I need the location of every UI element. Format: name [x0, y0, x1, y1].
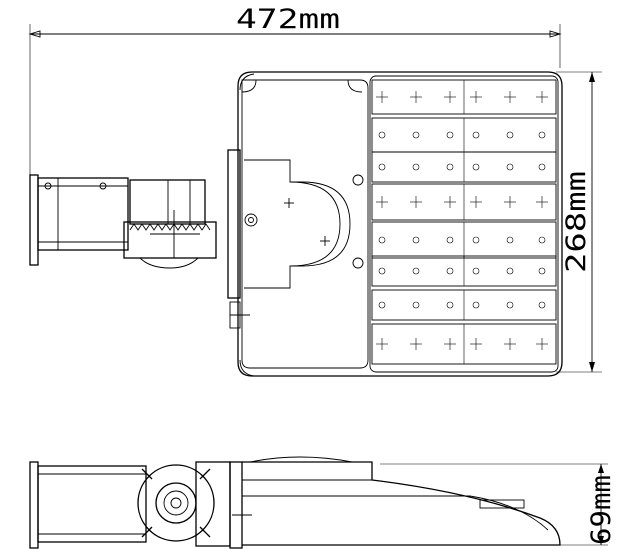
led-lens — [378, 267, 386, 275]
housing — [237, 71, 563, 377]
width-label: 268mm — [561, 171, 592, 273]
side-pole-mount — [29, 461, 147, 549]
led-lens — [446, 267, 454, 275]
led-lens — [412, 267, 420, 275]
led-lens — [472, 163, 480, 171]
side-view — [29, 456, 561, 549]
led-lens — [446, 301, 454, 309]
length-dimension: 472mm — [28, 4, 562, 175]
led-lens — [472, 267, 480, 275]
led-lens — [538, 131, 546, 139]
led-lens — [506, 236, 514, 244]
led-lens — [412, 163, 420, 171]
led-lens — [412, 236, 420, 244]
width-dimension: 268mm — [556, 71, 602, 373]
led-lens — [378, 163, 386, 171]
led-lens — [446, 131, 454, 139]
led-lens — [506, 301, 514, 309]
led-lens — [538, 301, 546, 309]
led-lens — [538, 163, 546, 171]
led-lens — [378, 131, 386, 139]
led-lens — [472, 301, 480, 309]
led-module-array — [369, 75, 559, 373]
led-lens — [538, 236, 546, 244]
top-view — [29, 71, 563, 377]
led-lens — [472, 131, 480, 139]
led-lens — [472, 236, 480, 244]
led-lens — [412, 301, 420, 309]
side-housing — [229, 456, 561, 549]
led-lens — [378, 301, 386, 309]
led-panel — [369, 75, 559, 373]
led-lens — [446, 236, 454, 244]
height-label: 69mm — [586, 475, 617, 545]
side-bracket-hub — [137, 461, 231, 547]
led-lens — [506, 131, 514, 139]
pole-mount — [29, 174, 129, 266]
length-label: 472mm — [236, 4, 340, 35]
led-lens — [412, 131, 420, 139]
led-lens — [506, 267, 514, 275]
led-lens — [538, 267, 546, 275]
led-lens — [378, 236, 386, 244]
mounting-plate — [227, 149, 258, 329]
led-lens — [446, 163, 454, 171]
tilt-bracket — [123, 179, 217, 269]
height-dimension: 69mm — [380, 463, 617, 546]
led-lens — [506, 163, 514, 171]
